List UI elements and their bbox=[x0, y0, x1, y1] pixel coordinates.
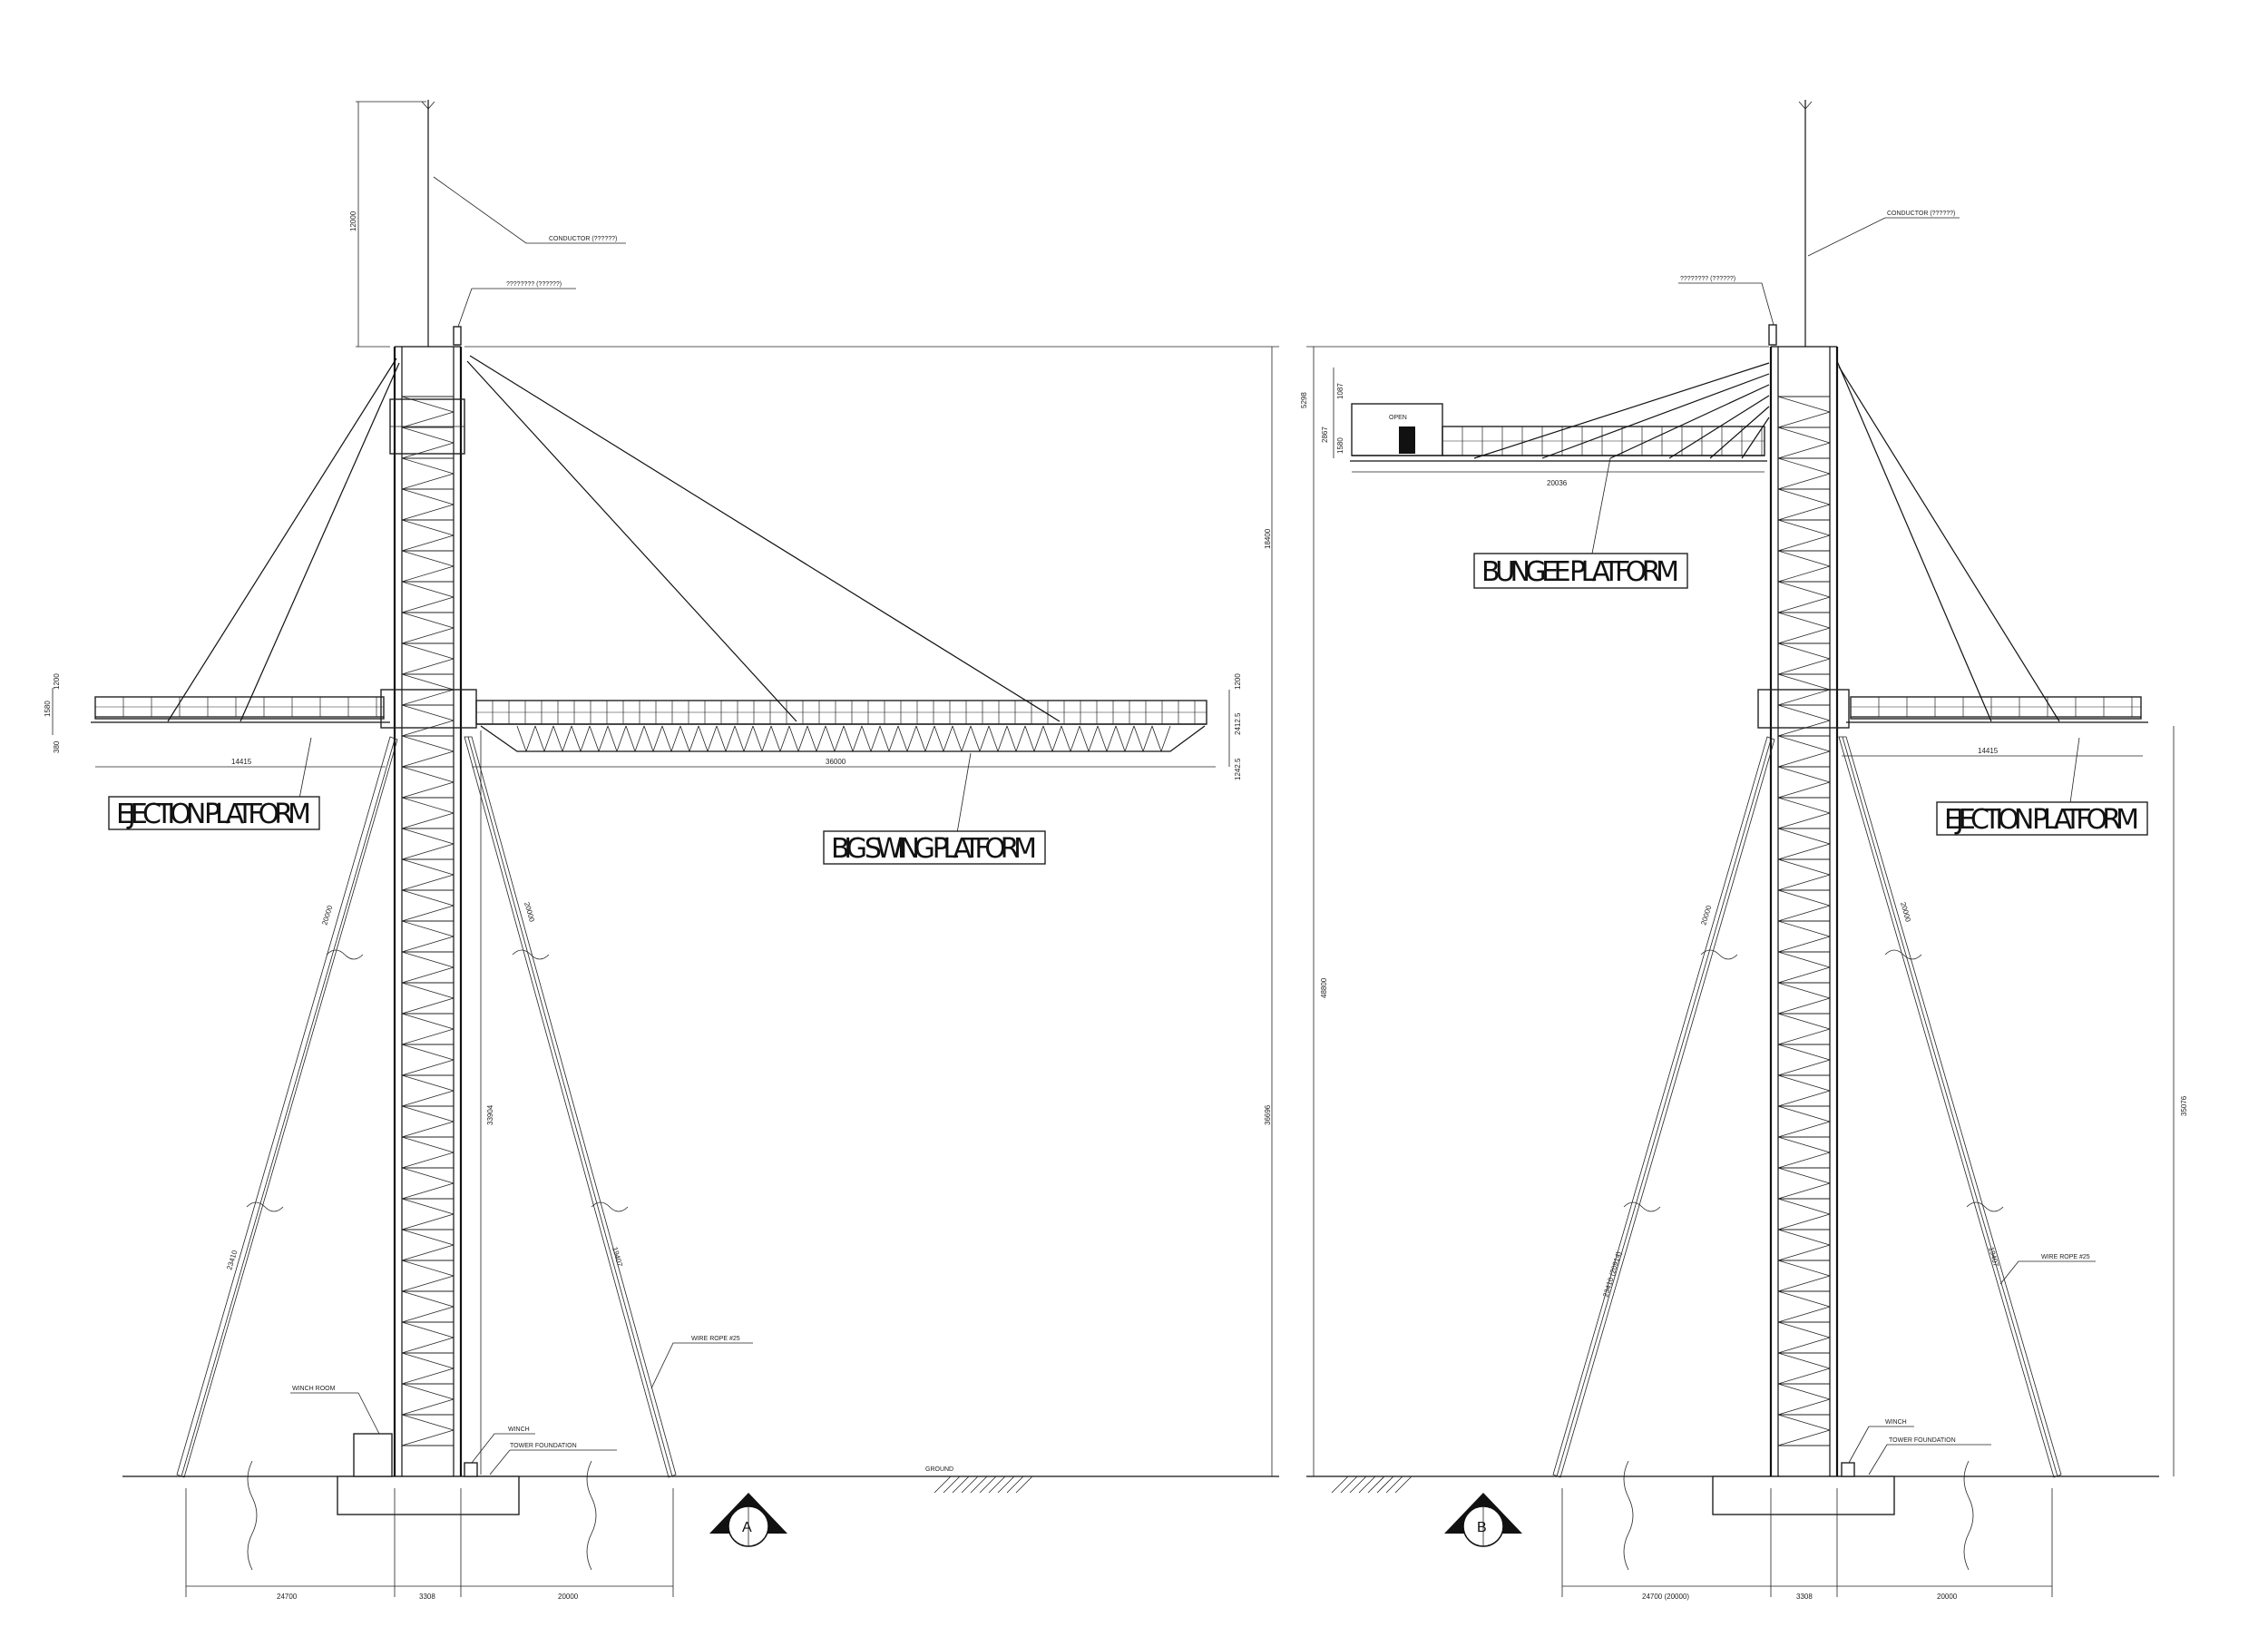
tower-mast-a bbox=[393, 346, 463, 1476]
winch-room-a bbox=[353, 1433, 393, 1477]
dim-36000: 36000 bbox=[826, 758, 846, 766]
big-swing-platform bbox=[475, 700, 1207, 752]
dim-1200-r: 1200 bbox=[1234, 673, 1242, 690]
dim-20000-left-leg-b: 20000 bbox=[1699, 904, 1713, 926]
base-3308-a: 3308 bbox=[419, 1593, 435, 1601]
stay-cables-bungee bbox=[1473, 362, 1770, 459]
ground-hatch-b bbox=[1331, 1475, 1413, 1494]
dim-33904: 33904 bbox=[486, 1104, 494, 1125]
break-marks-a bbox=[246, 949, 629, 1571]
conductor-label-a: CONDUCTOR (??????) bbox=[549, 236, 617, 242]
dim-14415-b: 14415 bbox=[1978, 747, 1999, 755]
dim-2412: 2412.5 bbox=[1234, 712, 1242, 735]
camera-mount-a bbox=[453, 326, 462, 346]
ejection-platform-label-box-b bbox=[1936, 801, 2148, 836]
open-label: OPEN bbox=[1389, 415, 1407, 421]
base-24700-b: 24700 (20000) bbox=[1642, 1593, 1689, 1601]
ejection-platform-a bbox=[91, 696, 390, 723]
winch-a bbox=[464, 1462, 478, 1477]
dim-1580-b: 1580 bbox=[1336, 437, 1344, 454]
bungee-label-box bbox=[1473, 553, 1688, 589]
ejection-platform-b bbox=[1846, 696, 2148, 723]
tower-foundation-a bbox=[337, 1475, 520, 1515]
center-junction-b bbox=[1757, 689, 1850, 729]
section-marker-b-label: B bbox=[1477, 1520, 1487, 1535]
dim-23410-b: 23410 (20914) bbox=[1601, 1250, 1623, 1299]
ground-label: GROUND bbox=[925, 1466, 953, 1473]
bungee-label: BUNGEE PLATFORM bbox=[1481, 556, 1680, 588]
dim-12000: 12000 bbox=[349, 211, 357, 231]
dim-14415-a: 14415 bbox=[231, 758, 252, 766]
dim-1242: 1242.5 bbox=[1234, 758, 1242, 780]
ground-hatch-a bbox=[934, 1475, 1033, 1494]
dim-20036: 20036 bbox=[1547, 479, 1568, 487]
ejection-platform-label-a: EJECTION PLATFORM bbox=[116, 799, 312, 830]
tower-mast-b bbox=[1769, 346, 1839, 1476]
center-junction-a bbox=[380, 689, 477, 729]
dim-19407-a: 19407 bbox=[611, 1246, 624, 1268]
tower-foundation-b bbox=[1712, 1475, 1895, 1515]
dim-1200-l: 1200 bbox=[53, 673, 61, 690]
dim-18400: 18400 bbox=[1264, 528, 1272, 549]
tower-foundation-label-b: TOWER FOUNDATION bbox=[1889, 1437, 1956, 1444]
camera-mount-b bbox=[1768, 324, 1777, 346]
dim-36696: 36696 bbox=[1264, 1104, 1272, 1125]
base-dims-a bbox=[185, 1488, 674, 1597]
dim-380: 380 bbox=[53, 740, 61, 753]
dim-48800: 48800 bbox=[1320, 977, 1328, 998]
dim-1087: 1087 bbox=[1336, 383, 1344, 399]
section-marker-b: B bbox=[1444, 1493, 1522, 1547]
section-marker-a: A bbox=[709, 1493, 787, 1547]
winch-room-label: WINCH ROOM bbox=[292, 1386, 336, 1392]
dim-1580-a: 1580 bbox=[44, 701, 52, 717]
wire-rope-label-a: WIRE ROPE #25 bbox=[691, 1336, 740, 1342]
big-swing-label-box bbox=[823, 830, 1046, 865]
winch-label-a: WINCH bbox=[508, 1426, 530, 1433]
dim-5298: 5298 bbox=[1300, 392, 1308, 408]
stay-cables-a bbox=[167, 355, 1061, 722]
elevation-view-b: WINCH TOWER FOUNDATION CONDUCTOR (??????… bbox=[1300, 100, 2188, 1601]
base-3308-b: 3308 bbox=[1796, 1593, 1813, 1601]
base-24700-a: 24700 bbox=[277, 1593, 298, 1601]
big-swing-label: BIG SWING PLATFORM bbox=[831, 833, 1038, 865]
ejection-platform-label-b: EJECTION PLATFORM bbox=[1944, 804, 2140, 836]
dim-20000-left-leg-a: 20000 bbox=[320, 904, 334, 926]
support-legs-a bbox=[176, 736, 677, 1478]
wire-rope-label-b: WIRE ROPE #25 bbox=[2041, 1254, 2090, 1260]
qmarks-label-b: ???????? (??????) bbox=[1680, 276, 1735, 282]
winch-label-b: WINCH bbox=[1885, 1419, 1907, 1426]
stay-cables-b bbox=[1836, 360, 2060, 722]
elevation-view-a: GROUND WINCH ROOM WINCH TOWER FOUNDATION bbox=[44, 100, 1279, 1601]
bungee-platform bbox=[1350, 403, 1767, 462]
dim-35076: 35076 bbox=[2180, 1095, 2188, 1116]
conductor-label-b: CONDUCTOR (??????) bbox=[1887, 211, 1955, 217]
dim-20000-right-leg-b: 20000 bbox=[1899, 901, 1912, 923]
base-dims-b bbox=[1561, 1488, 2053, 1597]
bungee-gate bbox=[1399, 426, 1415, 454]
break-marks-b bbox=[1623, 949, 2004, 1571]
support-legs-b bbox=[1552, 736, 2062, 1478]
section-marker-a-label: A bbox=[742, 1520, 752, 1535]
qmarks-label-a: ???????? (??????) bbox=[506, 281, 562, 288]
base-20000-a: 20000 bbox=[558, 1593, 579, 1601]
dim-19407-b: 19407 bbox=[1987, 1246, 2000, 1268]
tower-foundation-label-a: TOWER FOUNDATION bbox=[510, 1443, 577, 1449]
dim-2867: 2867 bbox=[1321, 426, 1329, 443]
winch-b bbox=[1841, 1462, 1855, 1477]
ejection-platform-label-box-a bbox=[108, 796, 320, 830]
base-20000-b: 20000 bbox=[1937, 1593, 1958, 1601]
dim-20000-right-leg-a: 20000 bbox=[523, 901, 536, 923]
